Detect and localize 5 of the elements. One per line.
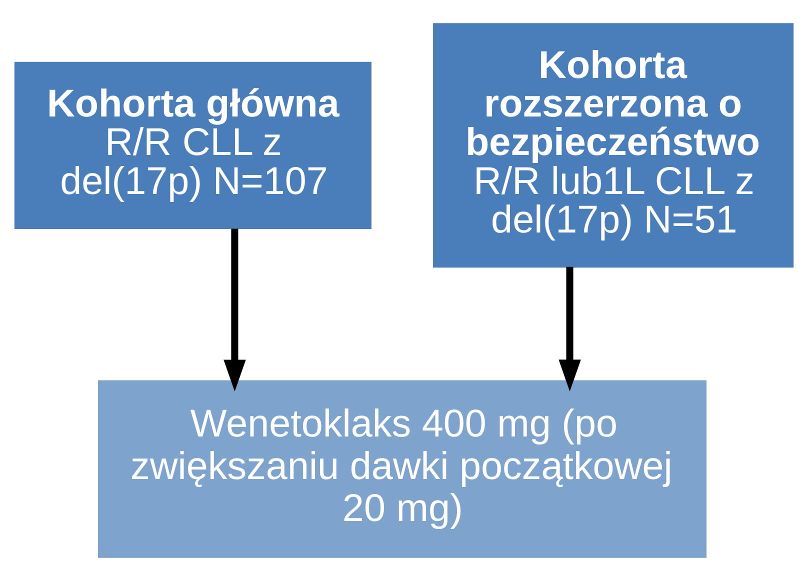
node-box: Wenetoklaks 400 mg (po zwiększaniu dawki początkowej 20 mg) (98, 380, 707, 558)
node-box: Kohorta główna R/R CLL z del(17p) N=107 (14, 61, 372, 228)
node-box: Kohorta rozszerzona o bezpieczeństwo R/R lub1L CLL z del(17p) N=51 (433, 22, 794, 268)
arrow (558, 266, 581, 391)
arrow (224, 228, 246, 392)
